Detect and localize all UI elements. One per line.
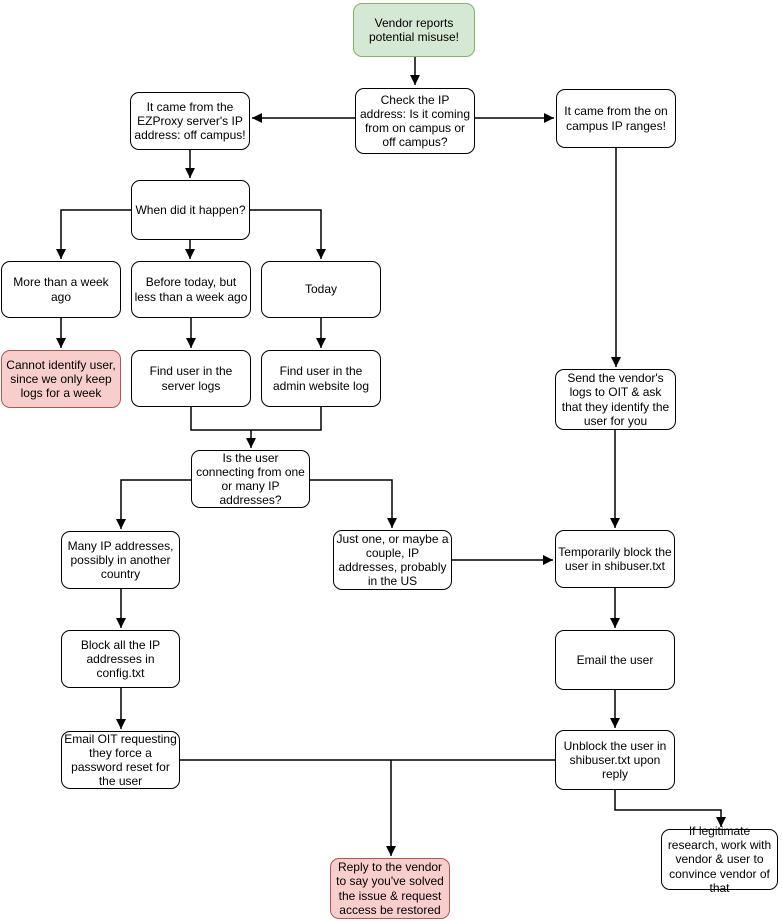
node-find-user-server-logs: Find user in the server logs [131, 350, 251, 407]
node-many-ip-addresses: Many IP addresses, possibly in another c… [61, 531, 180, 589]
node-email-oit-password-reset: Email OIT requesting they force a passwo… [61, 731, 180, 789]
node-email-the-user: Email the user [555, 630, 675, 690]
edge-isconnecting-to-justone [310, 479, 397, 528]
node-find-user-admin-log: Find user in the admin website log [261, 350, 381, 407]
node-one-or-many-ips: Is the user connecting from one or many … [191, 450, 310, 508]
node-temporarily-block-user: Temporarily block the user in shibuser.t… [555, 530, 675, 588]
node-vendor-reports: Vendor reports potential misuse! [353, 3, 475, 57]
node-just-one-ip: Just one, or maybe a couple, IP addresse… [333, 530, 452, 590]
node-today: Today [261, 261, 381, 318]
node-when-did-it-happen: When did it happen? [131, 180, 250, 240]
node-check-ip-address: Check the IP address: Is it coming from … [355, 88, 475, 154]
node-block-ips-config: Block all the IP addresses in config.txt [61, 630, 180, 688]
edge-isconnecting-to-manyips [116, 479, 191, 529]
node-send-logs-to-oit: Send the vendor's logs to OIT & ask that… [555, 369, 676, 430]
edge-findlogs-merge [190, 407, 322, 431]
edge-when-to-today [250, 209, 326, 259]
node-ezproxy-off-campus: It came from the EZProxy server's IP add… [130, 92, 250, 150]
node-more-than-week-ago: More than a week ago [1, 261, 121, 318]
edge-when-to-morethanweek [56, 209, 131, 259]
node-on-campus-ranges: It came from the on campus IP ranges! [556, 89, 676, 148]
edge-unblock-to-legitresearch [614, 790, 726, 827]
node-unblock-user: Unblock the user in shibuser.txt upon re… [555, 730, 675, 790]
node-before-today: Before today, but less than a week ago [131, 261, 251, 318]
node-legitimate-research: If legitimate research, work with vendor… [661, 824, 778, 895]
node-cannot-identify-user: Cannot identify user, since we only keep… [1, 350, 121, 408]
node-reply-to-vendor: Reply to the vendor to say you've solved… [330, 858, 450, 919]
